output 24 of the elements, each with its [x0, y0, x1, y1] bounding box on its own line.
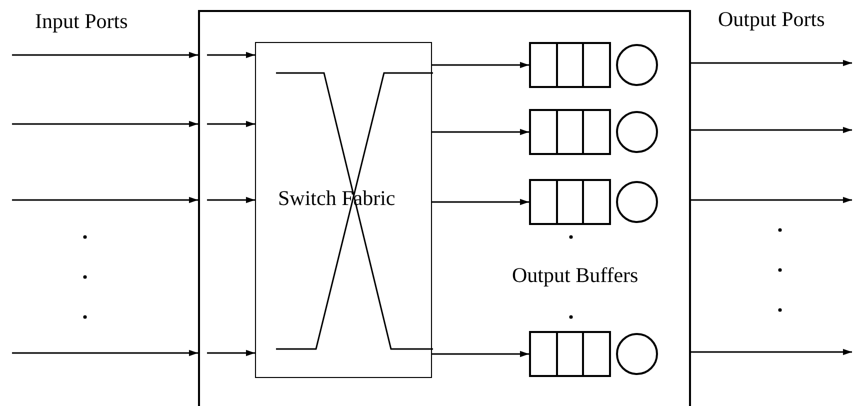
- arrow: [691, 196, 852, 204]
- arrow: [207, 120, 255, 128]
- arrow: [432, 62, 529, 68]
- arrow: [207, 196, 255, 204]
- arrow: [432, 128, 529, 136]
- arrow: [207, 52, 255, 58]
- arrow: [432, 198, 529, 206]
- output-buffer-queue: [529, 179, 661, 225]
- arrow: [207, 350, 255, 356]
- arrow: [12, 196, 198, 204]
- output-buffer-queue: [529, 331, 661, 377]
- arrow: [691, 348, 852, 356]
- switch-box: [198, 10, 691, 406]
- arrow: [12, 350, 198, 356]
- output-buffer-queue: [529, 109, 661, 155]
- arrow: [432, 350, 529, 358]
- arrow: [12, 120, 198, 128]
- output-buffer-queue: [529, 42, 661, 88]
- arrow: [691, 126, 852, 134]
- port-label: Output Buffers: [512, 263, 638, 288]
- port-label: Input Ports: [35, 9, 128, 34]
- arrow: [691, 60, 852, 66]
- arrow: [12, 52, 198, 58]
- port-label: Output Ports: [718, 7, 825, 32]
